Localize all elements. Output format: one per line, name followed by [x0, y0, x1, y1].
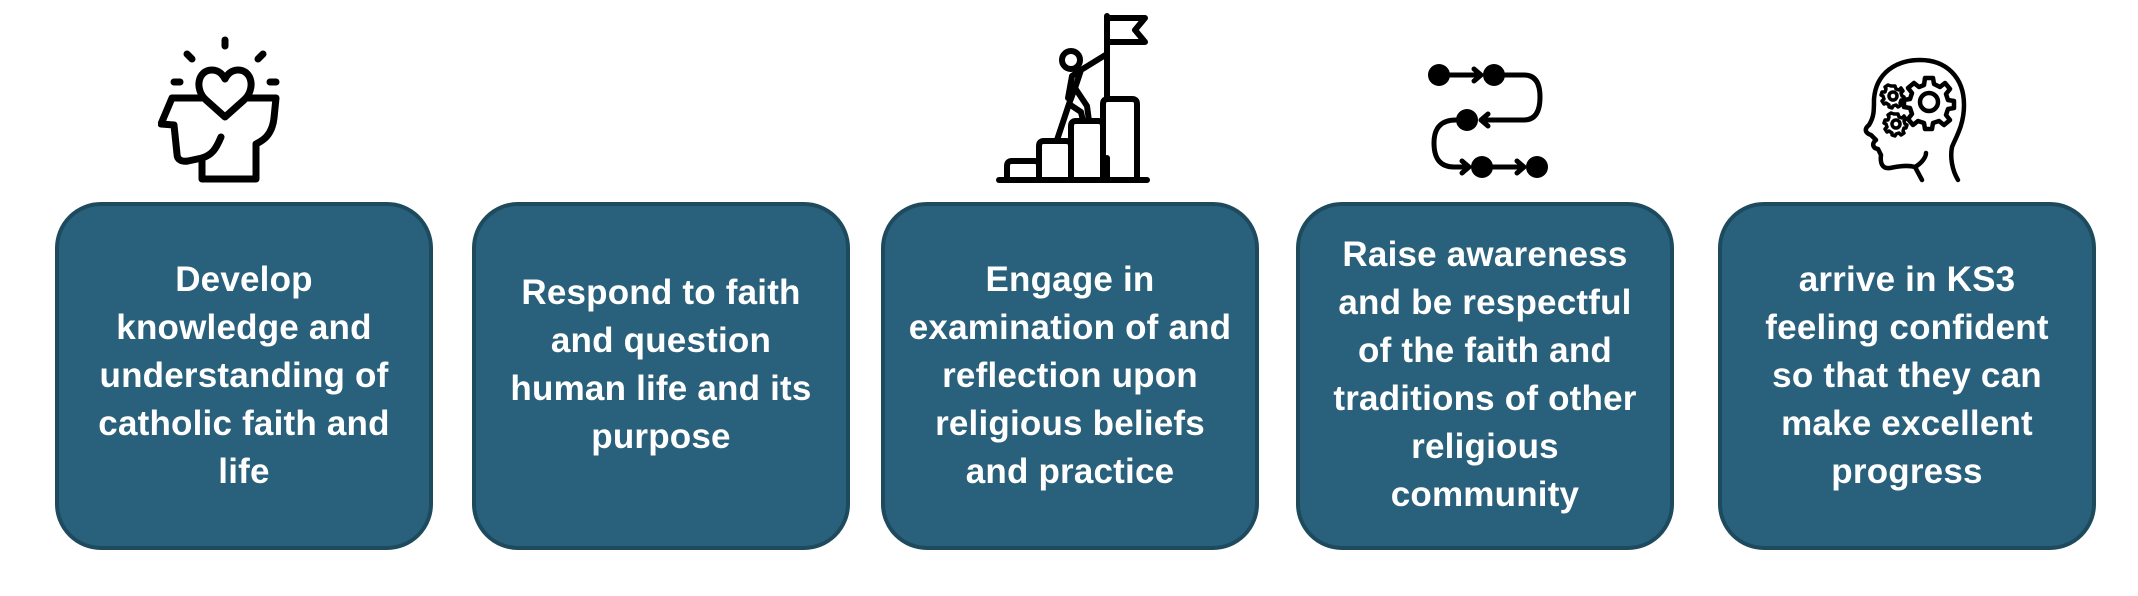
- climbing-steps-flag-icon: [995, 8, 1155, 186]
- aim-card-text: Engage in examination of and reflection …: [908, 260, 1232, 491]
- aim-card-raise-awareness: Raise awareness and be respectful of the…: [1296, 202, 1674, 550]
- aim-card-engage-examination: Engage in examination of and reflection …: [881, 202, 1259, 550]
- aim-card-text: arrive in KS3 feeling confident so that …: [1765, 260, 2049, 491]
- aim-card-text: Develop knowledge and understanding of c…: [98, 260, 390, 491]
- aim-card-develop-knowledge: Develop knowledge and understanding of c…: [55, 202, 433, 550]
- aim-card-respond-to-faith: Respond to faith and question human life…: [472, 202, 850, 550]
- aim-card-text: Respond to faith and question human life…: [510, 273, 812, 456]
- heart-head-icon: [158, 32, 284, 184]
- aim-card-arrive-ks3: arrive in KS3 feeling confident so that …: [1718, 202, 2096, 550]
- process-flow-icon: [1424, 60, 1550, 182]
- head-gears-icon: [1860, 55, 1970, 185]
- aim-card-text: Raise awareness and be respectful of the…: [1333, 235, 1637, 514]
